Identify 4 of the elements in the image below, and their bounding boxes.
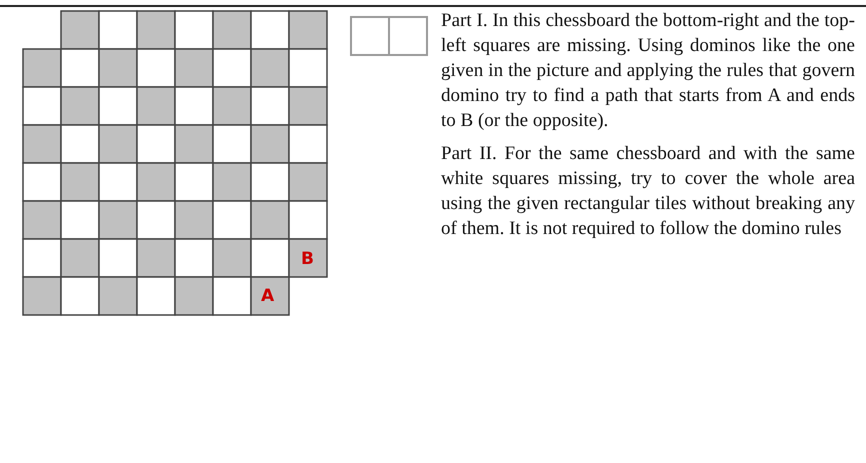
instruction-paragraph: Part II. For the same chessboard and with the same white squares missing, try to cover the whole area using the given rectangular tiles without breaking any of them. It is not required to follow the domino rules [441,142,855,241]
square-label: A [261,288,274,305]
instruction-paragraph: Part I. In this chessboard the bottom-right and the top-left squares are missing. Using dominos like the one given in the picture and applying the rules that govern domino try to find a path that starts from A and ends to B (or the opposite). [441,9,855,133]
square-label: B [301,251,314,268]
